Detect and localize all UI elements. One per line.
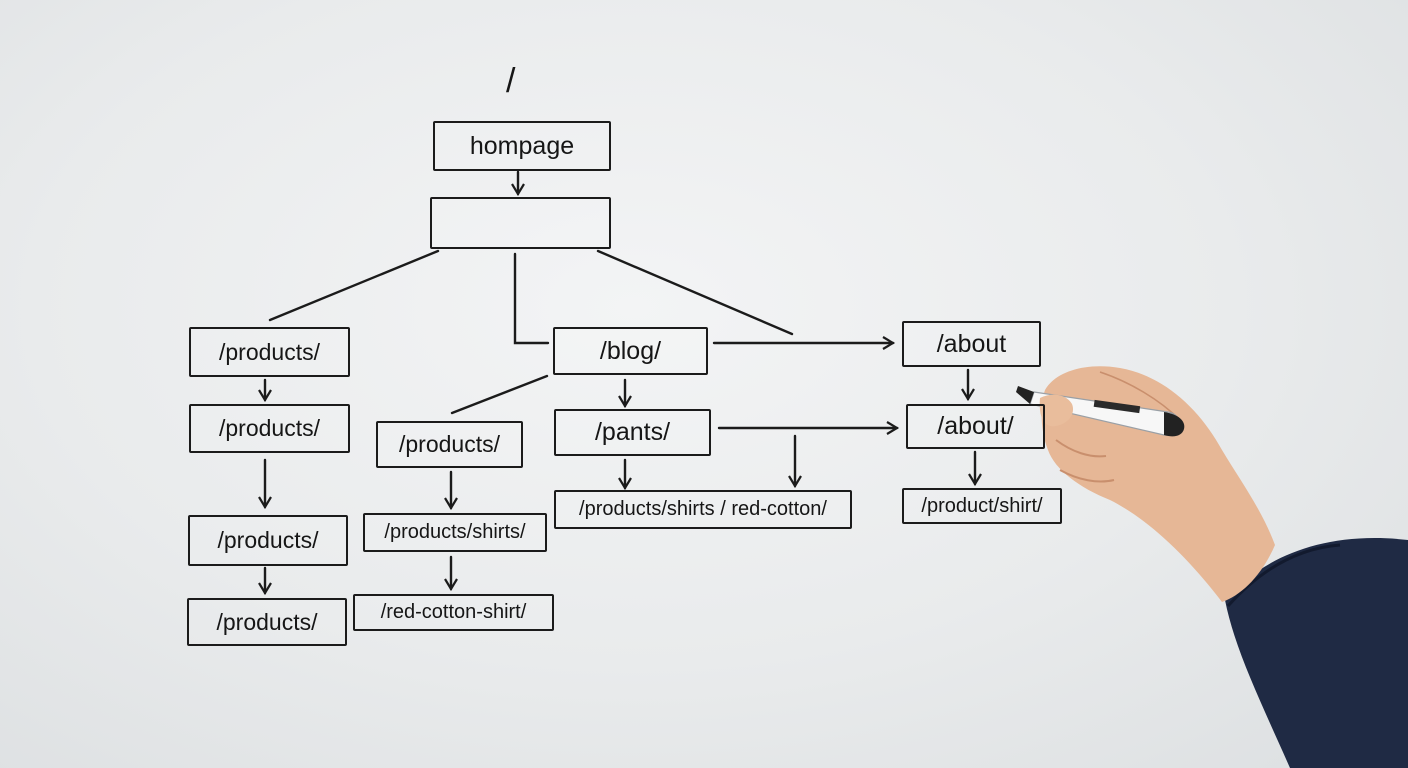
node-products-mid: /products/ [376, 421, 523, 468]
line-blank-products [268, 249, 440, 322]
line-blank-right [596, 249, 794, 336]
line-blog-products [450, 374, 549, 415]
node-pants: /pants/ [554, 409, 711, 456]
node-products-c: /products/ [188, 515, 348, 566]
node-products-a: /products/ [189, 327, 350, 377]
node-products-shirts-red-cotton: /products/shirts / red-cotton/ [554, 490, 852, 529]
root-slash-label: / [506, 62, 516, 100]
node-blog: /blog/ [553, 327, 708, 375]
node-products-shirts: /products/shirts/ [363, 513, 547, 552]
node-blank [430, 197, 611, 249]
line-blank-blog [513, 252, 550, 345]
node-product-shirt: /product/shirt/ [902, 488, 1062, 524]
node-about-slash: /about/ [906, 404, 1045, 449]
node-about: /about [902, 321, 1041, 367]
node-products-b: /products/ [189, 404, 350, 453]
node-homepage: hompage [433, 121, 611, 171]
node-red-cotton-shirt: /red-cotton-shirt/ [353, 594, 554, 631]
node-products-d: /products/ [187, 598, 347, 646]
hand-holding-marker-icon [1041, 366, 1408, 768]
